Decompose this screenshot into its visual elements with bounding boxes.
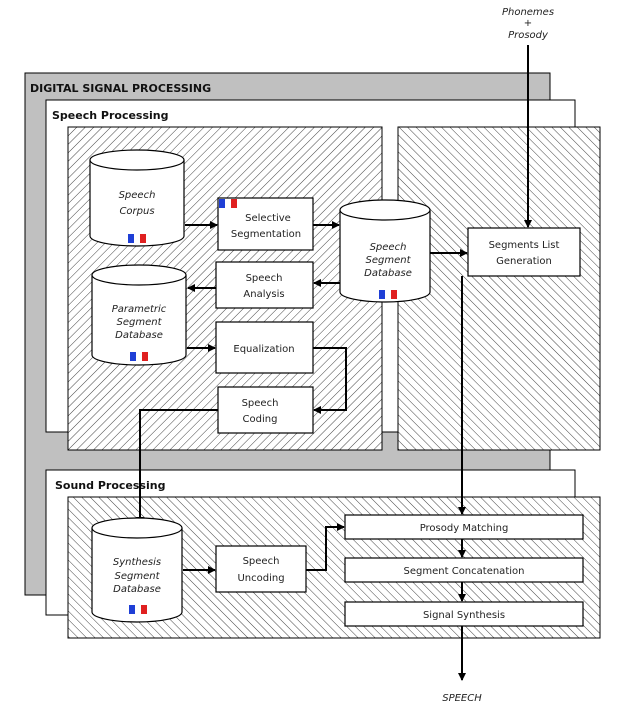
svg-text:Database: Database — [364, 268, 412, 279]
svg-text:Uncoding: Uncoding — [237, 573, 284, 584]
svg-text:Analysis: Analysis — [243, 289, 284, 300]
svg-text:Speech: Speech — [243, 556, 280, 567]
input-plus: + — [524, 18, 532, 29]
svg-text:Corpus: Corpus — [119, 206, 154, 217]
segment-concatenation-box: Segment Concatenation — [344, 557, 584, 583]
prosody-matching-box: Prosody Matching — [344, 514, 584, 540]
segment-selection-hatched-area — [397, 126, 601, 451]
output-speech: SPEECH — [442, 693, 482, 704]
sound-processing-title: Sound Processing — [55, 479, 165, 492]
input-prosody: Prosody — [508, 30, 549, 41]
selective-segmentation-box: Selective Segmentation — [217, 197, 314, 251]
svg-text:Parametric: Parametric — [112, 304, 167, 315]
svg-text:Database: Database — [113, 584, 161, 595]
speech-corpus-database: Speech Corpus — [89, 149, 185, 247]
dsp-title: DIGITAL SIGNAL PROCESSING — [30, 82, 211, 95]
french-flag-icon — [379, 290, 397, 299]
svg-text:Speech: Speech — [370, 242, 407, 253]
speech-analysis-box: Speech Analysis — [215, 261, 314, 309]
french-flag-icon — [219, 199, 237, 208]
parametric-segment-database: Parametric Segment Database — [91, 264, 187, 366]
svg-text:Speech: Speech — [242, 398, 279, 409]
svg-text:Synthesis: Synthesis — [113, 557, 161, 568]
segments-list-generation-box: Segments List Generation — [467, 227, 581, 277]
french-flag-icon — [130, 352, 148, 361]
connectors — [136, 45, 532, 681]
svg-text:Segment: Segment — [117, 317, 163, 328]
svg-text:Equalization: Equalization — [233, 344, 294, 355]
french-flag-icon — [129, 605, 147, 614]
svg-text:Selective: Selective — [245, 213, 291, 224]
svg-text:Segment: Segment — [115, 571, 161, 582]
equalization-box: Equalization — [215, 321, 314, 374]
signal-synthesis-box: Signal Synthesis — [344, 601, 584, 627]
speech-processing-title: Speech Processing — [52, 109, 169, 122]
svg-text:Speech: Speech — [119, 190, 156, 201]
speech-segment-database: Speech Segment Database — [339, 199, 431, 303]
svg-text:Signal Synthesis: Signal Synthesis — [423, 610, 505, 621]
svg-text:Prosody Matching: Prosody Matching — [420, 523, 509, 534]
svg-text:Segmentation: Segmentation — [231, 229, 301, 240]
svg-text:Segment: Segment — [366, 255, 412, 266]
speech-coding-box: Speech Coding — [217, 386, 314, 434]
svg-text:Speech: Speech — [246, 273, 283, 284]
svg-text:Generation: Generation — [496, 256, 552, 267]
svg-text:Coding: Coding — [243, 414, 278, 425]
svg-text:Segments List: Segments List — [489, 240, 560, 251]
synthesis-segment-database: Synthesis Segment Database — [91, 517, 183, 623]
svg-text:Database: Database — [115, 330, 163, 341]
french-flag-icon — [128, 234, 146, 243]
input-phonemes: Phonemes — [502, 7, 554, 18]
svg-text:Segment Concatenation: Segment Concatenation — [404, 566, 525, 577]
speech-uncoding-box: Speech Uncoding — [215, 545, 307, 593]
